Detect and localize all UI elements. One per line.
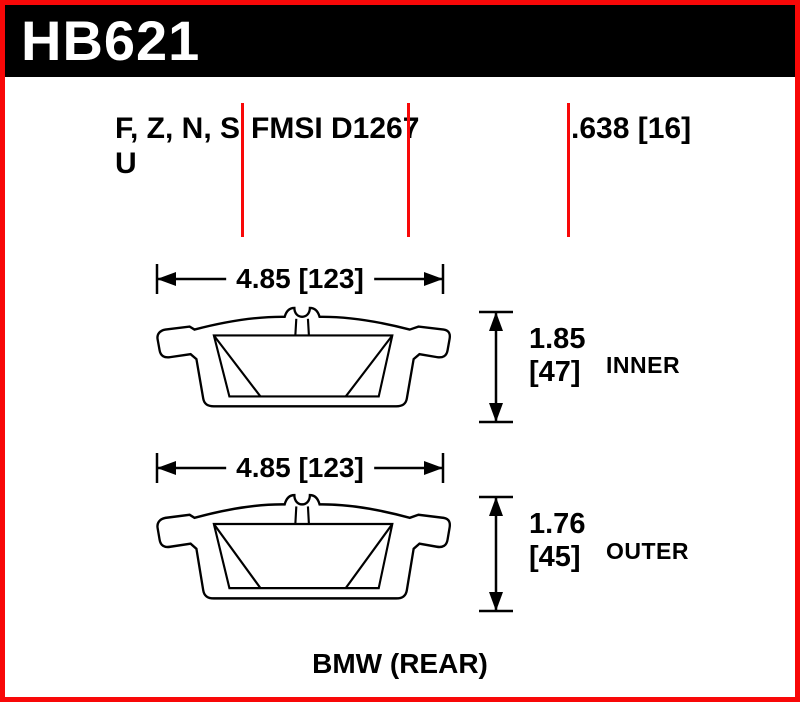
outer-width-dimension: 4.85 [123] — [155, 451, 445, 485]
brake-pad-inner-drawing — [156, 306, 451, 408]
compound-codes-line2: U — [115, 147, 137, 180]
outer-thickness-value: 1.76 [45] — [529, 508, 585, 574]
inner-thickness-in: 1.85 — [529, 323, 586, 355]
divider-line-3 — [567, 103, 570, 237]
compound-codes: F, Z, N, S U — [115, 111, 240, 181]
inner-width-label: 4.85 [123] — [226, 263, 374, 295]
fmsi-number: FMSI D1267 — [251, 112, 420, 145]
header-bar: HB621 — [5, 5, 795, 77]
thickness-dimension-arrow — [479, 310, 513, 424]
outer-thickness-dimension — [479, 495, 513, 613]
inner-thickness-mm: [47] — [529, 356, 581, 388]
outer-position-label: OUTER — [606, 538, 689, 564]
outer-thickness-in: 1.76 — [529, 508, 586, 540]
thickness-dimension-arrow — [479, 495, 513, 613]
inner-position-label: INNER — [606, 352, 681, 378]
inner-thickness-value: 1.85 [47] — [529, 323, 585, 389]
outer-width-label: 4.85 [123] — [226, 452, 374, 484]
inner-width-dimension: 4.85 [123] — [155, 262, 445, 296]
inner-thickness-dimension — [479, 310, 513, 424]
brake-pad-outer-drawing — [156, 493, 451, 600]
outer-thickness-mm: [45] — [529, 541, 581, 573]
application-label: BMW (REAR) — [312, 648, 488, 679]
part-number: HB621 — [21, 9, 201, 72]
divider-line-2 — [407, 103, 410, 237]
divider-line-1 — [241, 103, 244, 237]
compound-codes-line1: F, Z, N, S — [115, 112, 241, 145]
pad-thickness-spec: .638 [16] — [571, 112, 692, 145]
